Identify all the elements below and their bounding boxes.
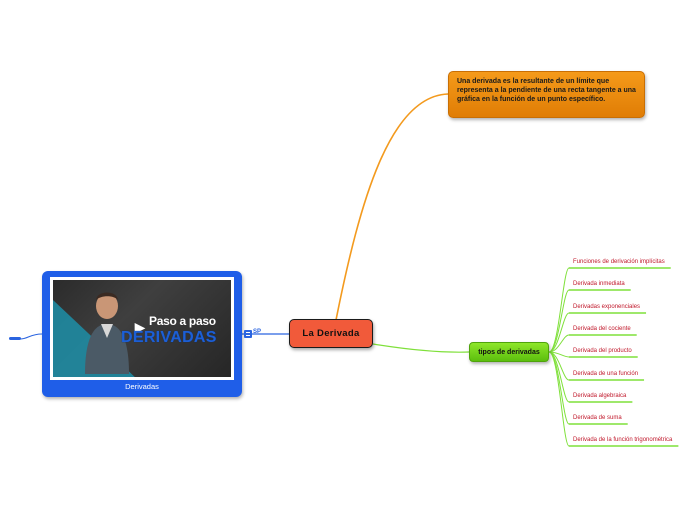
notes-icon[interactable] (244, 330, 252, 338)
leaf-item-label: Funciones de derivación implícitas (573, 259, 665, 265)
leaf-item[interactable]: Derivada inmediata (573, 281, 625, 287)
leaf-item-label: Derivada de suma (573, 415, 622, 421)
leaf-connector (548, 334, 570, 353)
leaf-item-label: Derivada del producto (573, 348, 632, 354)
leaf-item[interactable]: Derivada de suma (573, 415, 622, 421)
leaf-item[interactable]: Derivada de una función (573, 371, 638, 377)
connector-definition (335, 93, 449, 321)
leaf-item[interactable]: Derivada de la función trigonométrica (573, 437, 672, 443)
leaf-item[interactable]: Derivada del producto (573, 348, 632, 354)
definition-text: Una derivada es la resultante de un lími… (457, 78, 636, 103)
video-node[interactable]: ▶ Paso a paso DERIVADAS Derivadas (42, 271, 242, 397)
tipos-node[interactable]: tipos de derivadas (469, 342, 549, 362)
leaf-item-label: Derivadas exponenciales (573, 304, 641, 310)
leaf-connector (548, 267, 570, 353)
leaf-connector (548, 312, 570, 353)
definition-node[interactable]: Una derivada es la resultante de un lími… (448, 71, 645, 118)
tipos-label: tipos de derivadas (478, 348, 540, 356)
central-topic[interactable]: La Derivada (289, 319, 373, 348)
connector-left-stub (19, 333, 43, 340)
video-frame: ▶ Paso a paso DERIVADAS (50, 277, 234, 380)
leaf-item[interactable]: Derivadas exponenciales (573, 304, 640, 310)
leaf-connector (548, 289, 570, 353)
leaf-item[interactable]: Funciones de derivación implícitas (573, 259, 665, 265)
thumbnail-title-line2: DERIVADAS (121, 329, 217, 346)
video-thumbnail[interactable]: ▶ Paso a paso DERIVADAS (53, 280, 231, 377)
leaf-item[interactable]: Derivada algebraica (573, 393, 626, 399)
video-caption: Derivadas (125, 382, 159, 391)
leaf-item-label: Derivada algebraica (573, 393, 627, 399)
leaf-item-label: Derivada inmediata (573, 281, 625, 287)
connector-tipos (372, 343, 470, 353)
sp-badge: SP (253, 329, 262, 335)
presenter-figure (85, 292, 129, 374)
play-icon[interactable]: ▶ (134, 319, 146, 335)
collapsed-branch-handle[interactable] (9, 337, 21, 340)
thumbnail-title-line1: Paso a paso (149, 314, 216, 328)
leaf-item[interactable]: Derivada del cociente (573, 326, 631, 332)
leaf-item-label: Derivada de la función trigonométrica (573, 437, 673, 443)
leaf-item-label: Derivada de una función (573, 371, 639, 377)
leaf-connector (548, 351, 570, 447)
central-topic-label: La Derivada (302, 328, 360, 339)
leaf-item-label: Derivada del cociente (573, 326, 631, 332)
